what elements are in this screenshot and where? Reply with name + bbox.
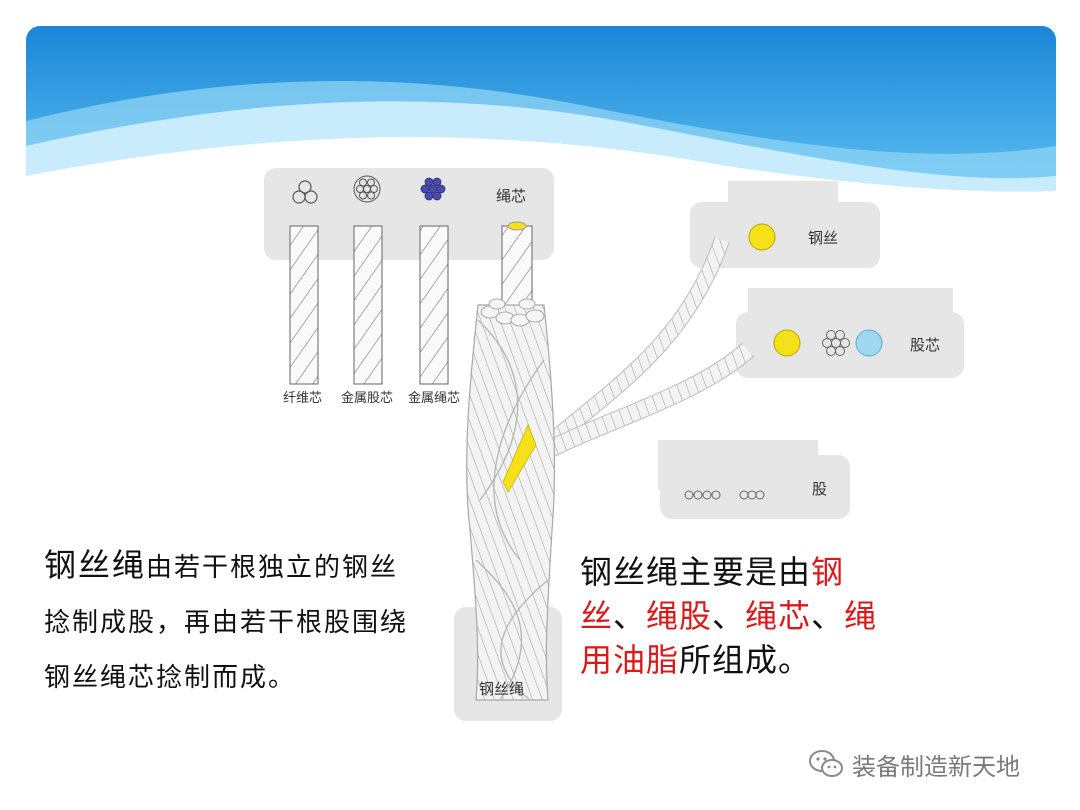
right-text-grease: 绳用油脂 [580,597,878,679]
right-text-sep2: 、 [712,597,746,635]
strand-core-label: 股芯 [910,336,940,354]
wechat-icon [809,750,843,777]
left-description: 钢丝绳由若干根独立的钢丝捻制成股，再由若干根股围绕钢丝绳芯捻制而成。 [44,538,424,706]
strand-wire-icon [773,329,801,357]
metal-strand-core-column [353,225,383,385]
right-text-core: 绳芯 [745,597,812,635]
core-label-metal-strand: 金属股芯 [341,390,393,406]
rope-core-top-wire [507,221,527,231]
right-text-strand: 绳股 [646,597,713,635]
strand-label: 股 [812,480,827,498]
rope-core-header: 绳芯 [496,187,526,205]
right-text-sep1: 、 [613,597,647,635]
left-description-body: 由若干根独立的钢丝捻制成股，再由若干根股围绕钢丝绳芯捻制而成。 [44,553,409,693]
right-text-sep3: 、 [811,597,845,635]
core-label-metal-rope: 金属绳芯 [408,390,460,406]
core-label-fiber: 纤维芯 [283,391,322,406]
main-rope [466,304,556,701]
fiber-core-icon [292,180,318,204]
right-text-wire: 钢丝 [580,553,845,635]
right-description: 钢丝绳主要是由钢丝、绳股、绳芯、绳用油脂所组成。 [580,550,880,682]
right-text-part1: 钢丝绳主要是由 [580,553,812,591]
rope-label: 钢丝绳 [479,680,524,698]
strand-icons [684,490,765,500]
strand-core-icon [855,329,883,357]
wire-panel [690,202,880,268]
metal-rope-core-column [419,225,449,385]
right-text-part2: 所组成。 [679,641,812,679]
watermark: 装备制造新天地 [808,744,1020,784]
strand-cluster-icon [822,330,850,356]
wire-label: 钢丝 [808,229,838,247]
metal-rope-core-icon [420,177,446,201]
rope-core-exposed [502,423,537,493]
wire-icon [748,223,776,251]
strand-panel [660,455,850,519]
fiber-core-column [289,225,319,385]
core-types-panel [264,168,554,260]
rope-top-strand-ends [480,298,545,327]
left-description-lead: 钢丝绳 [44,546,147,584]
strand-core-panel [736,312,964,378]
metal-strand-core-icon [353,175,381,203]
watermark-text: 装备制造新天地 [852,752,1020,781]
